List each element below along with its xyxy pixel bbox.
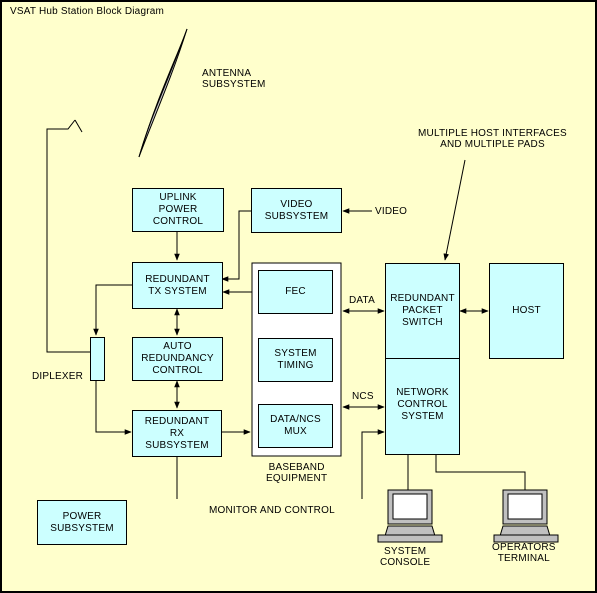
baseband-equipment-label: BASEBAND EQUIPMENT xyxy=(266,462,328,484)
diagram-title: VSAT Hub Station Block Diagram xyxy=(10,6,165,17)
redundant-tx-system-block: REDUNDANT TX SYSTEM xyxy=(132,262,223,309)
operators-terminal-icon xyxy=(493,489,559,543)
operators-terminal-label: OPERATORS TERMINAL xyxy=(492,542,556,564)
system-console-icon xyxy=(377,489,443,543)
multiple-host-interfaces-label: MULTIPLE HOST INTERFACES AND MULTIPLE PA… xyxy=(418,128,567,150)
redundant-packet-switch-block: REDUNDANT PACKET SWITCH xyxy=(385,263,460,359)
diplexer-block xyxy=(90,337,105,381)
video-label: VIDEO xyxy=(375,206,408,217)
system-console-label: SYSTEM CONSOLE xyxy=(380,546,431,568)
data-label: DATA xyxy=(349,295,375,306)
network-control-system-block: NETWORK CONTROL SYSTEM xyxy=(385,358,460,455)
uplink-power-control-block: UPLINK POWER CONTROL xyxy=(132,188,224,232)
antenna-subsystem-label: ANTENNA SUBSYSTEM xyxy=(202,68,266,90)
power-subsystem-block: POWER SUBSYSTEM xyxy=(37,500,127,545)
host-block: HOST xyxy=(489,263,564,359)
redundant-rx-subsystem-block: REDUNDANT RX SUBSYSTEM xyxy=(132,410,222,457)
ncs-label: NCS xyxy=(352,391,374,402)
auto-redundancy-control-block: AUTO REDUNDANCY CONTROL xyxy=(132,337,223,381)
antenna-dish-icon xyxy=(138,28,188,158)
monitor-and-control-label: MONITOR AND CONTROL xyxy=(209,505,335,516)
fec-block: FEC xyxy=(258,270,333,314)
video-subsystem-block: VIDEO SUBSYSTEM xyxy=(251,188,342,233)
diplexer-label: DIPLEXER xyxy=(32,371,84,382)
system-timing-block: SYSTEM TIMING xyxy=(258,338,333,382)
data-ncs-mux-block: DATA/NCS MUX xyxy=(258,404,333,448)
